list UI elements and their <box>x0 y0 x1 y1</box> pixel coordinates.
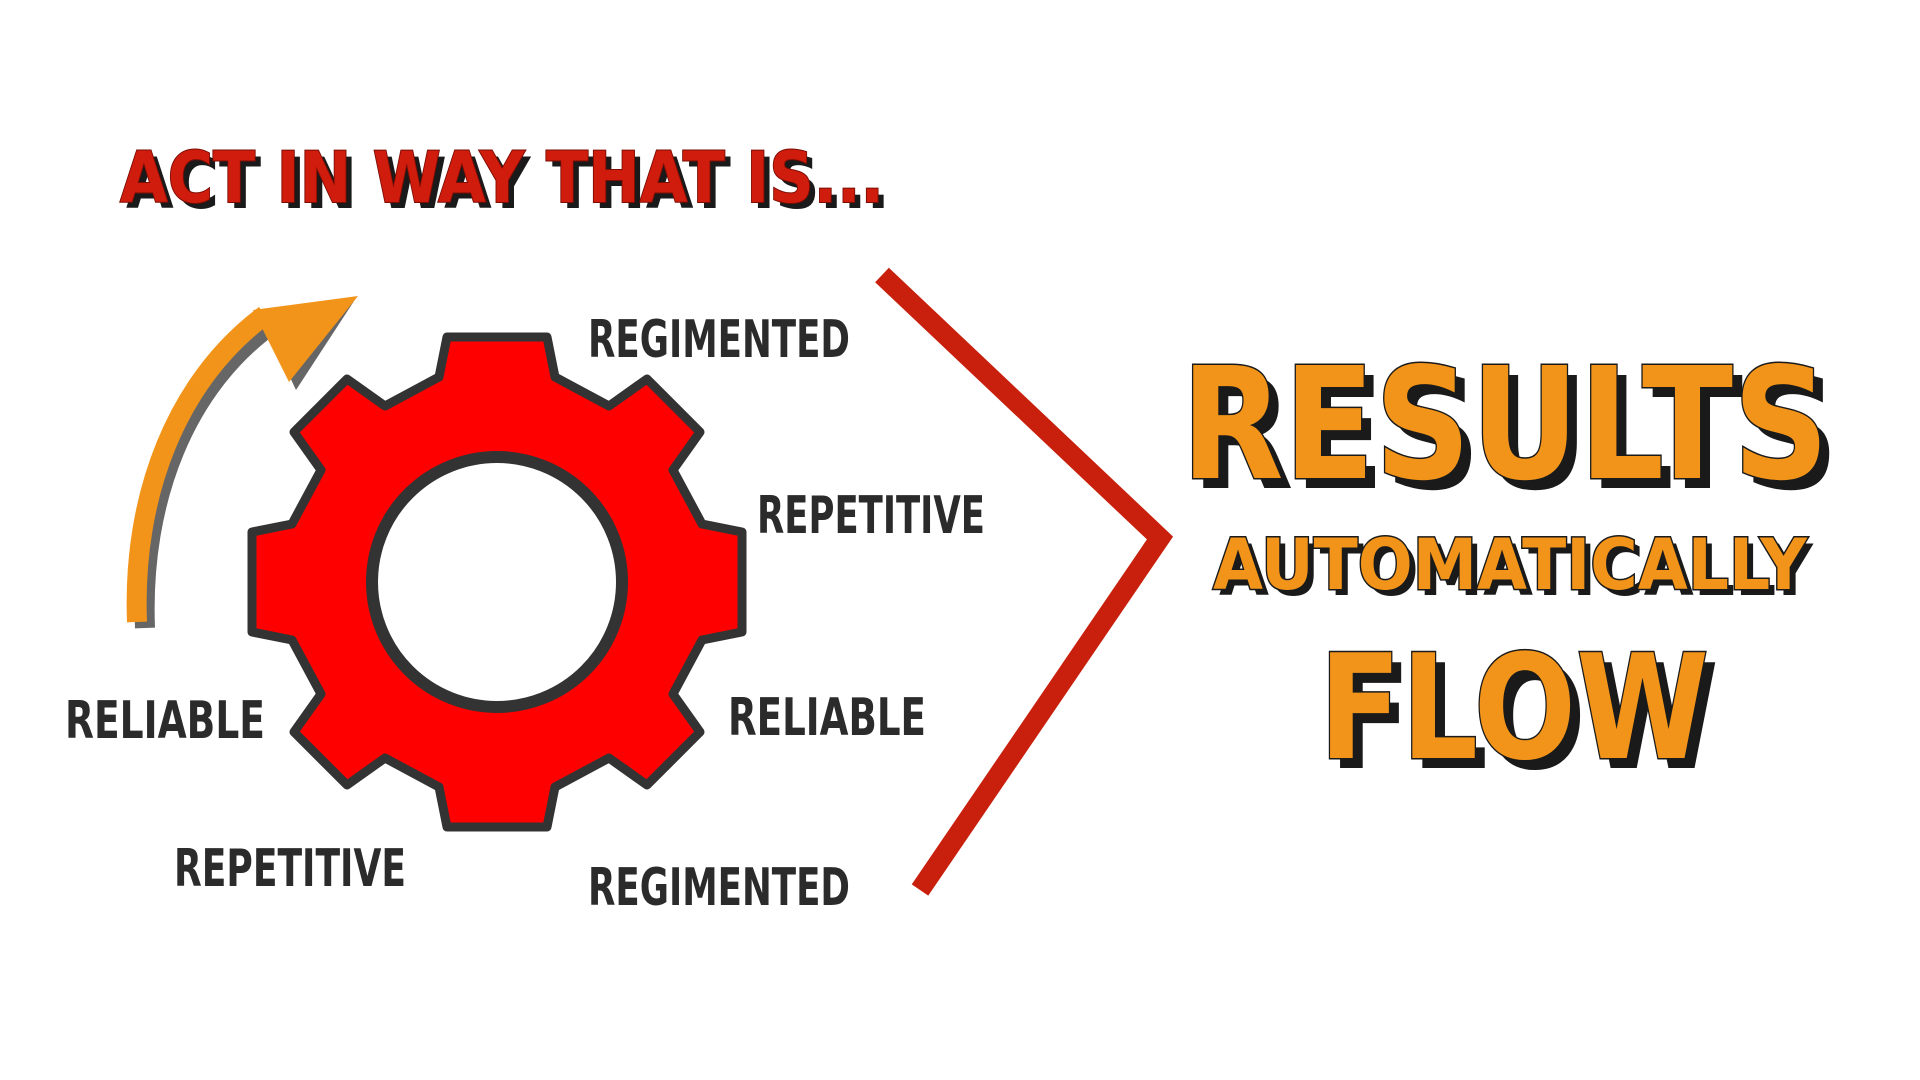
label-repetitive-left: REPETITIVE <box>174 839 406 899</box>
curved-arrow-head <box>253 296 358 382</box>
results-line2-shadow: AUTOMATICALLY <box>1219 530 1814 612</box>
results-line2: AUTOMATICALLY <box>1213 524 1808 606</box>
gear-labels: REGIMENTED REPETITIVE RELIABLE REGIMENTE… <box>65 310 985 918</box>
results-line1-shadow: RESULTS <box>1191 344 1839 525</box>
results-line1: RESULTS <box>1181 334 1829 515</box>
results-block: RESULTS RESULTS AUTOMATICALLY AUTOMATICA… <box>1180 333 1840 804</box>
chevron-right-icon <box>875 267 1174 896</box>
label-reliable-left: RELIABLE <box>65 691 265 751</box>
curved-arrow-body <box>126 306 271 623</box>
results-line3-shadow: FLOW <box>1329 634 1719 803</box>
gear-icon <box>247 332 747 832</box>
label-regimented-top: REGIMENTED <box>588 310 850 370</box>
curved-arrow-icon <box>126 296 358 629</box>
gear-hole <box>366 451 628 713</box>
label-reliable-right: RELIABLE <box>728 688 926 748</box>
headline-shadow: ACT IN WAY THAT IS... <box>126 143 890 225</box>
label-repetitive-right: REPETITIVE <box>757 486 985 546</box>
results-line3: FLOW <box>1319 624 1709 793</box>
headline-text: ACT IN WAY THAT IS... <box>120 137 884 219</box>
label-regimented-bottom: REGIMENTED <box>588 858 850 918</box>
headline: ACT IN WAY THAT IS... ACT IN WAY THAT IS… <box>119 136 890 225</box>
